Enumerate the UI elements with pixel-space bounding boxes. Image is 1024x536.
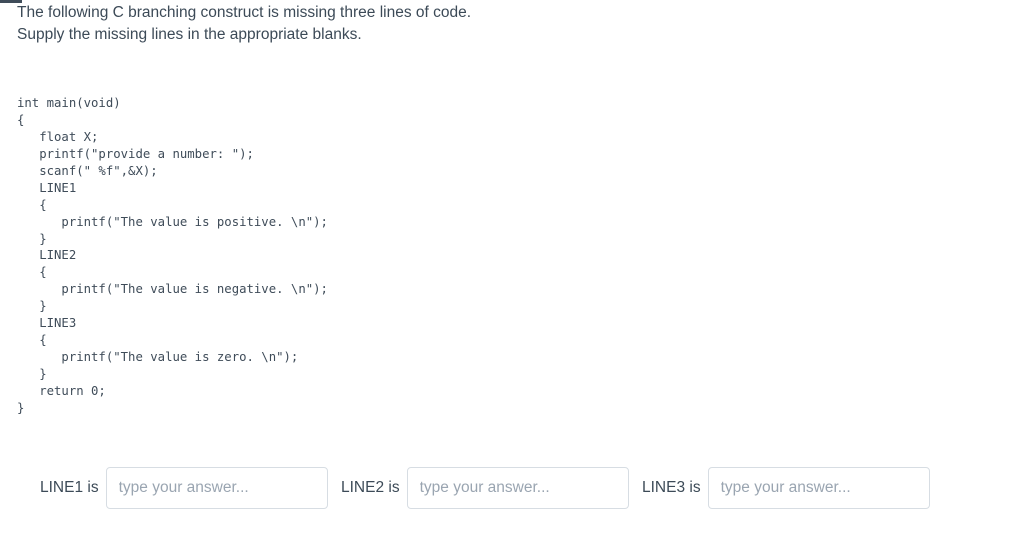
code-snippet: int main(void) { float X; printf("provide… bbox=[17, 95, 328, 416]
code-line: } bbox=[17, 299, 47, 314]
answer-label-line2: LINE2 is bbox=[341, 478, 400, 496]
answer-input-line2[interactable] bbox=[406, 466, 629, 509]
code-line: printf("The value is positive. \n"); bbox=[17, 214, 328, 229]
answer-inputs-row: LINE1 is LINE2 is LINE3 is bbox=[0, 465, 1024, 510]
answer-group-line3: LINE3 is bbox=[642, 465, 930, 510]
code-line: float X; bbox=[17, 130, 99, 145]
answer-group-line2: LINE2 is bbox=[341, 465, 629, 510]
code-line: LINE3 bbox=[17, 316, 77, 331]
prompt-line-1: The following C branching construct is m… bbox=[17, 4, 472, 21]
prompt-line-2: Supply the missing lines in the appropri… bbox=[17, 26, 362, 43]
question-prompt: The following C branching construct is m… bbox=[17, 2, 977, 46]
code-line: printf("The value is negative. \n"); bbox=[17, 282, 328, 297]
answer-label-line3: LINE3 is bbox=[642, 478, 701, 496]
answer-input-line1[interactable] bbox=[105, 466, 328, 509]
code-line: printf("The value is zero. \n"); bbox=[17, 349, 299, 364]
code-line: } bbox=[17, 400, 25, 415]
code-line: { bbox=[17, 265, 47, 280]
answer-label-line1: LINE1 is bbox=[40, 478, 99, 496]
code-line: printf("provide a number: "); bbox=[17, 147, 254, 162]
code-line: LINE2 bbox=[17, 248, 77, 263]
top-accent-bar bbox=[0, 0, 22, 3]
code-line: } bbox=[17, 366, 47, 381]
code-line: } bbox=[17, 231, 47, 246]
answer-input-line3[interactable] bbox=[707, 466, 930, 509]
code-line: int main(void) bbox=[17, 96, 121, 111]
answer-group-line1: LINE1 is bbox=[40, 465, 328, 510]
code-line: LINE1 bbox=[17, 180, 77, 195]
code-line: scanf(" %f",&X); bbox=[17, 163, 158, 178]
code-line: { bbox=[17, 113, 25, 128]
code-line: { bbox=[17, 197, 47, 212]
code-line: return 0; bbox=[17, 383, 106, 398]
code-line: { bbox=[17, 332, 47, 347]
